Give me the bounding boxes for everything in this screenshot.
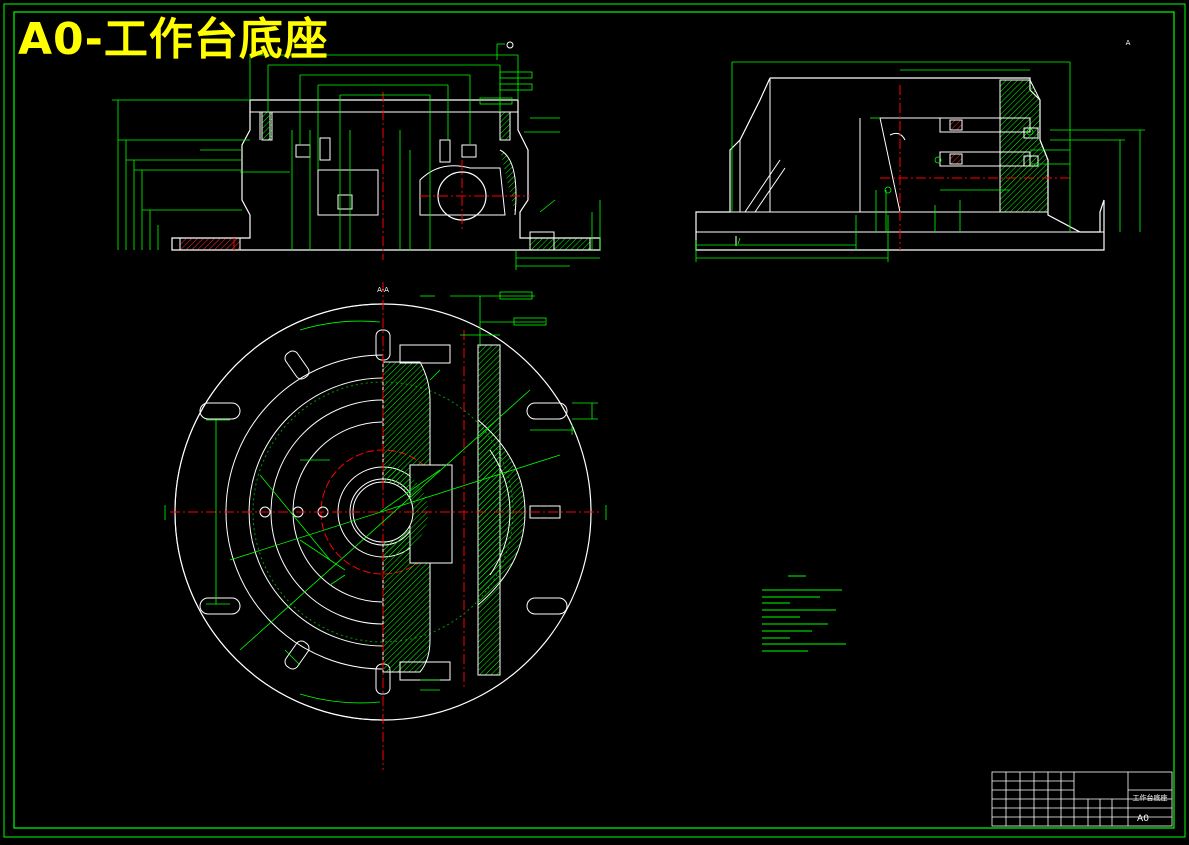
section-label: A-A	[377, 286, 389, 294]
title-block-part-name: 工作台底座	[1133, 793, 1168, 802]
title-block-sheet-size: A0	[1137, 814, 1149, 824]
datum-symbol	[506, 41, 514, 49]
side-section-view	[695, 61, 1145, 262]
corner-label: A	[1126, 39, 1131, 47]
plan-view	[164, 282, 607, 770]
technical-notes	[762, 575, 846, 652]
outer-border	[3, 3, 1186, 838]
drawing-title: A0-工作台底座	[18, 14, 329, 65]
inner-border	[13, 11, 1175, 829]
front-section-view	[112, 43, 601, 270]
title-block	[991, 771, 1173, 827]
